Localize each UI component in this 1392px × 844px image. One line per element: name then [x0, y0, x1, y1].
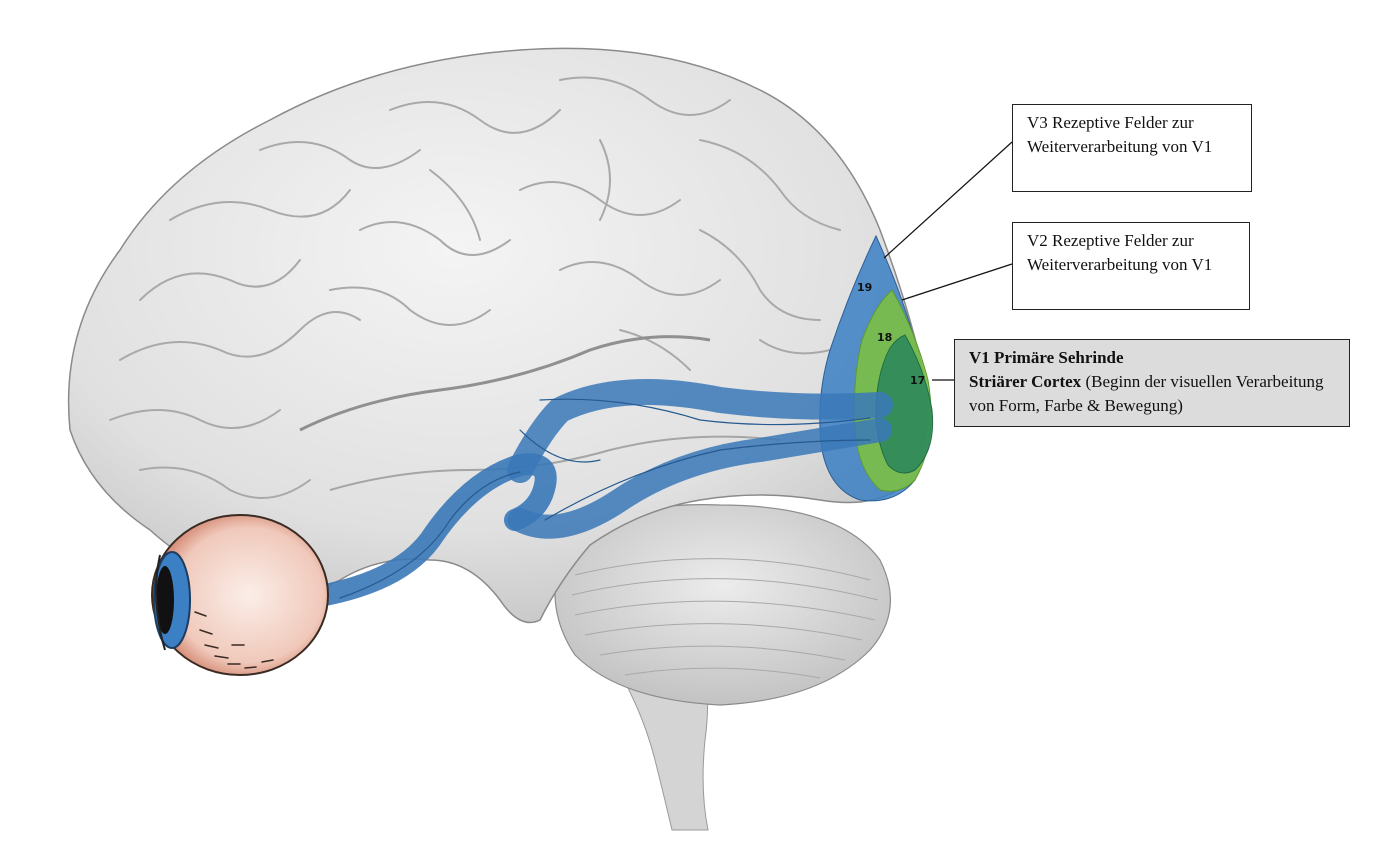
callout-v2-text: V2 Rezeptive Felder zur Weiterverarbeitu… [1027, 231, 1213, 274]
callout-v1: V1 Primäre Sehrinde Striärer Cortex (Beg… [954, 339, 1350, 427]
leader-lines [883, 141, 1013, 381]
callout-v1-title: V1 Primäre Sehrinde [969, 348, 1124, 367]
visual-pathway [314, 379, 893, 606]
area-18-number: 18 [877, 331, 892, 344]
callout-v1-description: (Beginn der visuellen Verarbeitung von F… [969, 372, 1324, 415]
callout-v1-subtitle: Striärer Cortex [969, 372, 1082, 391]
lateral-sulcus [299, 335, 711, 432]
callout-v3: V3 Rezeptive Felder zur Weiterverarbeitu… [1012, 104, 1252, 192]
eye [151, 514, 329, 676]
brain-sulci [109, 76, 841, 499]
area-19-number: 19 [857, 281, 872, 294]
area-17-number: 17 [910, 374, 925, 387]
cerebellum-folds [571, 558, 879, 679]
area-17-region [875, 334, 934, 474]
cerebellum [554, 504, 891, 706]
callout-v3-text: V3 Rezeptive Felder zur Weiterverarbeitu… [1027, 113, 1213, 156]
callout-v2: V2 Rezeptive Felder zur Weiterverarbeitu… [1012, 222, 1250, 310]
